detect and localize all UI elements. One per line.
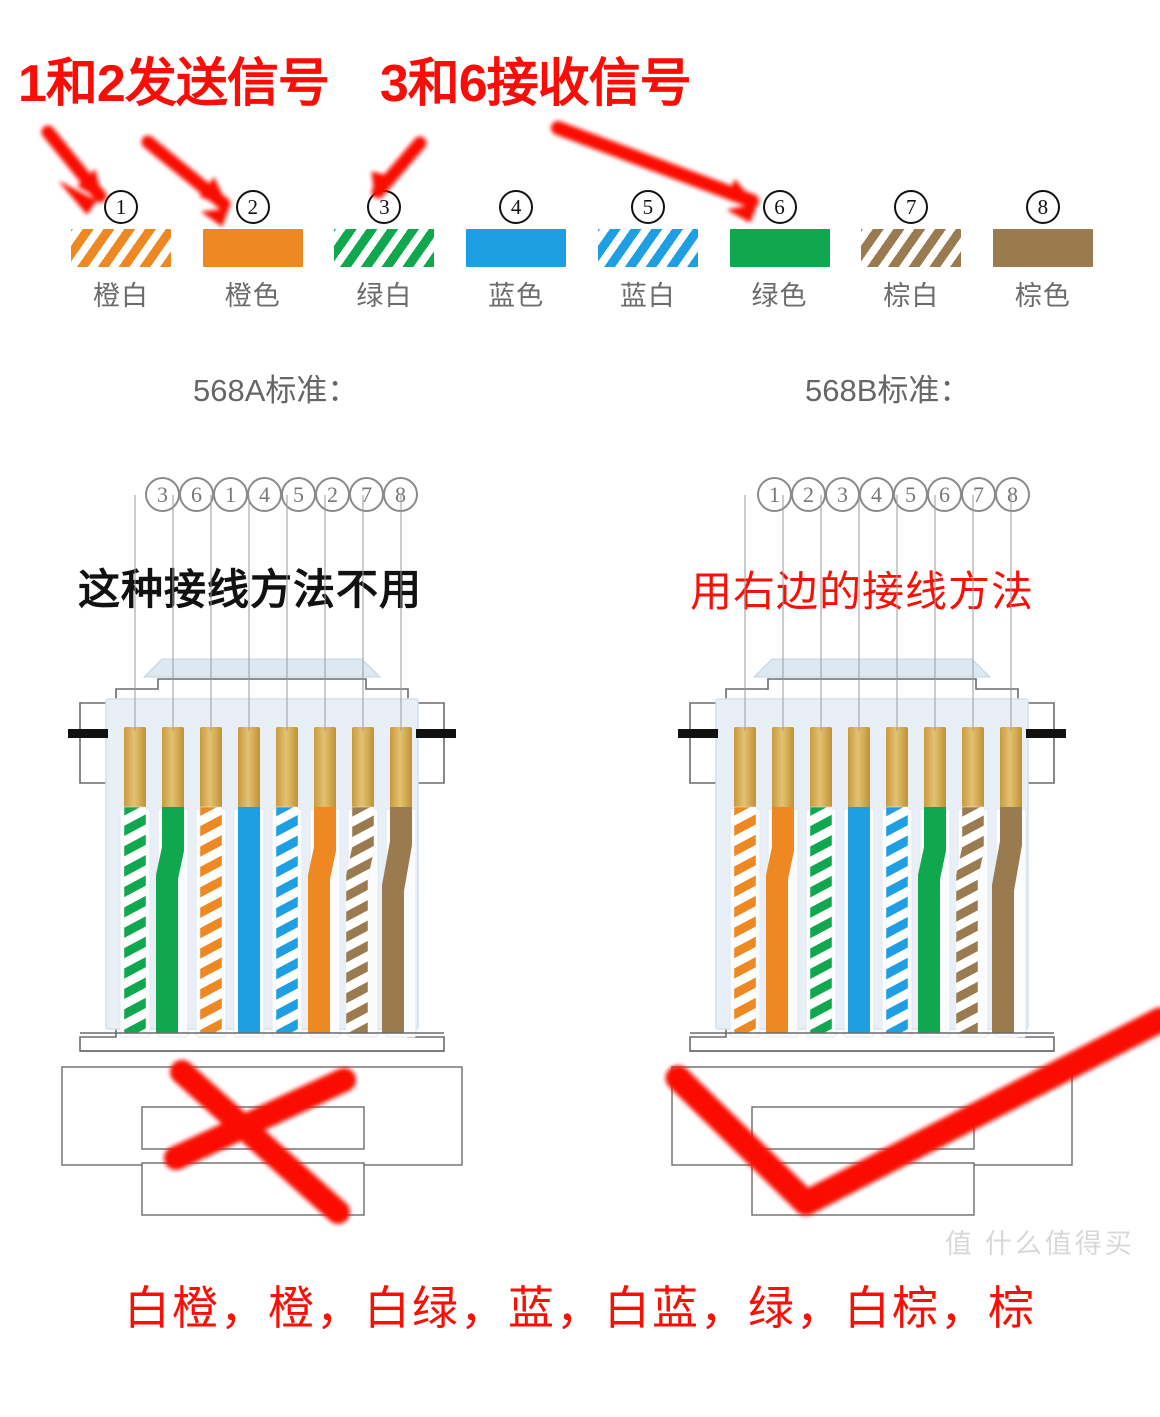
- pin-number-badge: 3: [825, 477, 860, 512]
- standard-a-note: 这种接线方法不用: [78, 566, 423, 613]
- legend-color-swatch: [71, 229, 171, 267]
- legend-item-3: 3 绿白: [325, 190, 443, 313]
- pin-number-badge: 5: [281, 477, 316, 512]
- wire-color-legend: 1 橙白 2 橙色 3 绿白 4 蓝色 5 蓝白 6 绿色 7 棕白 8 棕色: [62, 190, 1102, 313]
- legend-pin-number: 4: [499, 190, 534, 224]
- legend-color-swatch: [992, 229, 1093, 267]
- pin-number-badge: 2: [791, 477, 826, 512]
- pin-number-badge: 6: [927, 477, 962, 512]
- pin-number-badge: 7: [961, 477, 996, 512]
- legend-item-2: 2 橙色: [194, 190, 312, 313]
- legend-color-label: 蓝白: [619, 281, 676, 311]
- pin-number-badge: 8: [995, 477, 1030, 512]
- pin-number-badge: 6: [179, 477, 214, 512]
- legend-item-1: 1 橙白: [62, 190, 180, 313]
- standard-a-title: 568A标准：: [193, 373, 359, 408]
- pin-number-badge: 5: [893, 477, 928, 512]
- legend-color-label: 绿白: [356, 281, 413, 311]
- legend-color-swatch: [729, 229, 830, 267]
- wire-order-caption: 白橙，橙，白绿，蓝，白蓝，绿，白棕，棕: [124, 1282, 1036, 1334]
- legend-color-swatch: [861, 229, 962, 267]
- legend-color-swatch: [202, 229, 303, 267]
- legend-item-5: 5 蓝白: [589, 190, 707, 313]
- pin-number-badge: 4: [859, 477, 894, 512]
- page-title: 1和2发送信号 3和6接收信号: [18, 55, 692, 113]
- pin-number-badge: 4: [247, 477, 282, 512]
- legend-color-swatch: [334, 229, 435, 267]
- pin-number-badge: 3: [145, 477, 180, 512]
- legend-color-label: 橙色: [224, 281, 281, 311]
- standard-b-title: 568B标准：: [805, 373, 971, 408]
- legend-item-6: 6 绿色: [721, 190, 839, 313]
- legend-item-8: 8 棕色: [984, 190, 1102, 313]
- pin-number-badge: 2: [315, 477, 350, 512]
- legend-color-label: 绿色: [751, 281, 808, 311]
- watermark: 值 什么值得买: [945, 1229, 1135, 1259]
- legend-color-label: 棕色: [1014, 281, 1071, 311]
- legend-pin-number: 5: [630, 190, 665, 224]
- pin-number-badge: 1: [213, 477, 248, 512]
- pin-number-badge: 1: [757, 477, 792, 512]
- legend-color-label: 橙白: [93, 281, 149, 311]
- pin-number-badge: 7: [349, 477, 384, 512]
- legend-pin-number: 7: [894, 190, 929, 224]
- ca-drawing: [61, 495, 463, 1216]
- rj45-connector-568a: [61, 495, 463, 1255]
- legend-pin-number: 2: [235, 190, 270, 224]
- standard-b-note: 用右边的接线方法: [690, 568, 1035, 615]
- rj45-connector-568b: [671, 495, 1073, 1255]
- legend-color-label: 棕白: [883, 281, 940, 311]
- legend-pin-number: 6: [762, 190, 797, 224]
- legend-item-7: 7 棕白: [852, 190, 970, 313]
- cb-drawing: [671, 495, 1073, 1216]
- legend-pin-number: 1: [104, 190, 138, 224]
- legend-color-swatch: [466, 229, 567, 267]
- legend-item-4: 4 蓝色: [457, 190, 575, 313]
- arrow-to-pin-3: [371, 136, 427, 199]
- legend-pin-number: 3: [367, 190, 402, 224]
- legend-color-label: 蓝色: [488, 281, 545, 311]
- legend-pin-number: 8: [1025, 190, 1060, 224]
- legend-color-swatch: [597, 229, 698, 267]
